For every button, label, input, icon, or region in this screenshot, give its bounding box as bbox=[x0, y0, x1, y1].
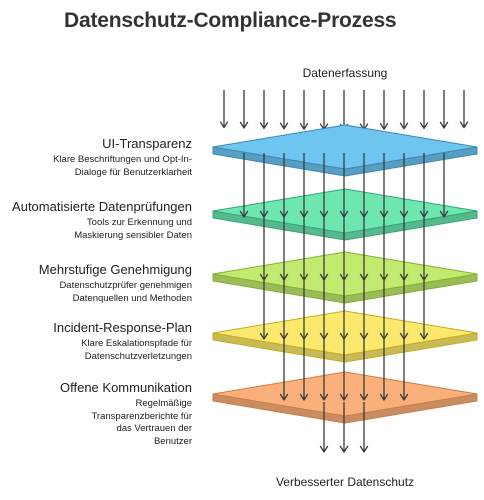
input-arrow-5 bbox=[299, 90, 309, 130]
flow-arrow-1-1 bbox=[239, 153, 249, 218]
output-arrow-2 bbox=[339, 402, 349, 453]
step-1-description: Klare Beschriftungen und Opt-In-Dialoge … bbox=[53, 154, 192, 178]
flow-arrow-4-7 bbox=[399, 339, 409, 401]
flow-arrow-4-5 bbox=[359, 339, 369, 401]
layer-4 bbox=[212, 310, 478, 363]
output-label: Verbesserter Datenschutz bbox=[275, 475, 415, 489]
input-arrow-1 bbox=[219, 90, 229, 129]
input-arrow-6 bbox=[319, 90, 329, 131]
step-3-description: Datenschutzprüfer genehmigen Datenquelle… bbox=[59, 280, 192, 304]
output-arrow-3 bbox=[359, 402, 369, 453]
flow-arrow-3-9 bbox=[419, 280, 429, 340]
flow-arrow-3-1 bbox=[259, 280, 269, 340]
layer-5 bbox=[212, 371, 478, 424]
step-4-title: Incident-Response-Plan bbox=[53, 320, 192, 335]
diagram-title: Datenschutz-Compliance-Prozess bbox=[64, 9, 397, 32]
input-arrow-7 bbox=[339, 90, 349, 131]
input-arrow-8 bbox=[359, 90, 369, 131]
input-arrow-10 bbox=[399, 90, 409, 130]
input-arrow-12 bbox=[439, 90, 449, 129]
input-arrow-13 bbox=[459, 90, 469, 129]
layer-1 bbox=[212, 124, 478, 177]
flow-arrow-1-11 bbox=[439, 153, 449, 218]
step-2-description: Tools zur Erkennung und Maskierung sensi… bbox=[74, 217, 192, 241]
flow-arrow-4-2 bbox=[299, 339, 309, 401]
step-4-description: Klare Eskalationspfade für Datenschutzve… bbox=[81, 338, 192, 362]
input-arrow-2 bbox=[239, 90, 249, 129]
step-2-title: Automatisierte Datenprüfungen bbox=[12, 199, 192, 214]
flow-arrow-4-1 bbox=[279, 339, 289, 401]
output-arrow-1 bbox=[319, 402, 329, 453]
flow-arrow-4-4 bbox=[339, 339, 349, 401]
input-arrow-4 bbox=[279, 90, 289, 130]
flow-arrow-4-3 bbox=[319, 339, 329, 401]
step-3-title: Mehrstufige Genehmigung bbox=[38, 262, 192, 277]
step-5-description: Regelmäßige Transparenzberichte für das … bbox=[91, 398, 192, 447]
input-label: Datenerfassung bbox=[302, 66, 388, 80]
input-arrow-11 bbox=[419, 90, 429, 130]
step-1-title: UI-Transparenz bbox=[102, 136, 192, 151]
flow-arrow-4-6 bbox=[379, 339, 389, 401]
input-arrow-9 bbox=[379, 90, 389, 130]
step-5-title: Offene Kommunikation bbox=[60, 380, 192, 395]
input-arrow-3 bbox=[259, 90, 269, 130]
